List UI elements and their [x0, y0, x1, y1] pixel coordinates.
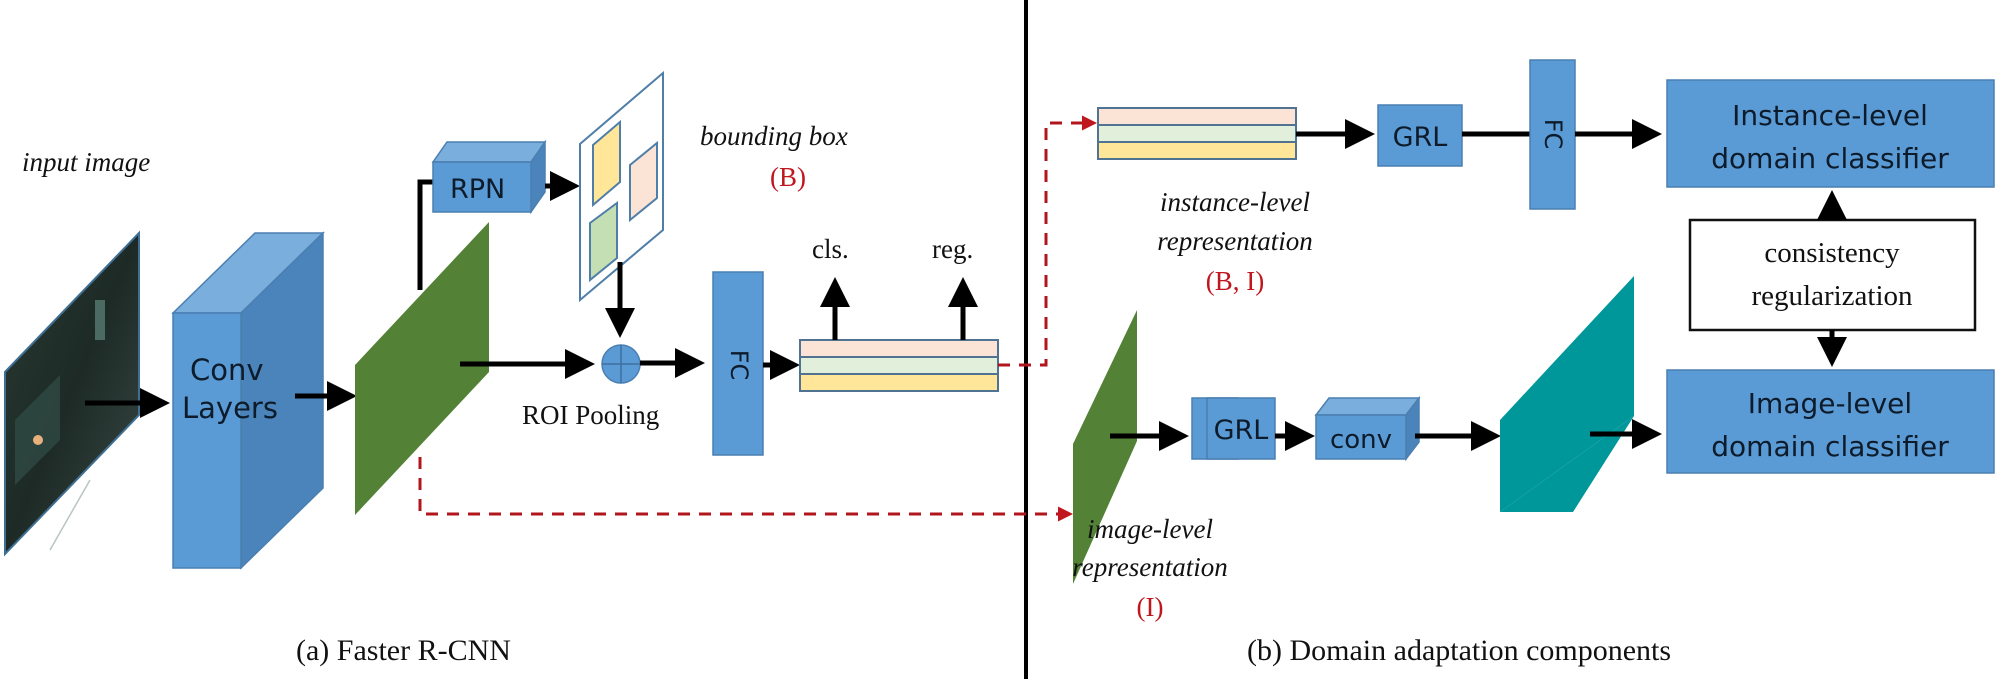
- instance-level-domain-classifier: Instance-level domain classifier: [1666, 79, 1995, 188]
- bounding-box-tag: (B): [770, 162, 806, 192]
- dashed-arrow-instance-representation: [998, 115, 1097, 367]
- conv-small-label: conv: [1330, 425, 1392, 455]
- fc-block: FC: [712, 271, 764, 456]
- grl-instance-label: GRL: [1393, 122, 1448, 153]
- caption-faster-rcnn: (a) Faster R-CNN: [296, 634, 511, 667]
- grl-image-label: GRL: [1214, 415, 1269, 446]
- consistency-regularization-box: consistency regularization: [1688, 218, 1977, 332]
- instance-classifier-label-2: domain classifier: [1711, 142, 1949, 175]
- teal-feature-map: [1500, 276, 1634, 512]
- image-level-domain-classifier: Image-level domain classifier: [1666, 369, 1995, 474]
- image-classifier-label-2: domain classifier: [1711, 430, 1949, 463]
- grl-instance-block: GRL: [1377, 104, 1463, 167]
- fc-label: FC: [725, 350, 753, 381]
- image-repr-tag: (I): [1137, 592, 1164, 622]
- image-level-representation-map: [1073, 310, 1137, 584]
- teal-feature-map-lower: [1500, 416, 1634, 512]
- dashed-arrow-image-representation: [418, 457, 1073, 522]
- bounding-box-label: bounding box: [700, 121, 848, 151]
- instance-classifier-label-1: Instance-level: [1732, 99, 1928, 132]
- conv-layers-label-1: Conv: [190, 353, 264, 387]
- caption-domain-adaptation: (b) Domain adaptation components: [1247, 634, 1671, 667]
- image-classifier-label-1: Image-level: [1748, 387, 1912, 420]
- instance-repr-label-1: instance-level: [1160, 187, 1310, 217]
- rpn-branch-line: [417, 179, 435, 290]
- roi-pooling-node: [601, 344, 641, 384]
- roi-pooling-label: ROI Pooling: [522, 400, 659, 430]
- image-repr-label-2: representation: [1072, 552, 1227, 582]
- input-image-thumbnail: [4, 230, 140, 557]
- fc-instance-block: FC: [1529, 59, 1576, 210]
- cls-label: cls.: [812, 234, 849, 264]
- fc-instance-label: FC: [1539, 119, 1567, 150]
- image-repr-label-1: image-level: [1087, 514, 1213, 544]
- grl-image-box: [1206, 397, 1276, 460]
- rpn-block: RPN: [431, 139, 547, 215]
- consistency-label-1: consistency: [1764, 237, 1900, 269]
- instance-level-representation: [1097, 107, 1297, 160]
- region-proposals-plane: [579, 70, 664, 303]
- consistency-label-2: regularization: [1751, 280, 1913, 312]
- instance-repr-label-2: representation: [1157, 226, 1312, 256]
- input-image-label: input image: [22, 147, 150, 177]
- rpn-label: RPN: [450, 174, 505, 205]
- roi-feature-vector: [799, 339, 999, 392]
- conv-layers-label-2: Layers: [182, 391, 278, 425]
- feature-map-green: [355, 222, 489, 515]
- conv-small-block: conv: [1314, 395, 1421, 462]
- reg-label: reg.: [932, 234, 973, 264]
- conv-layers-block: Conv Layers: [171, 231, 325, 570]
- instance-repr-tag: (B, I): [1206, 266, 1264, 296]
